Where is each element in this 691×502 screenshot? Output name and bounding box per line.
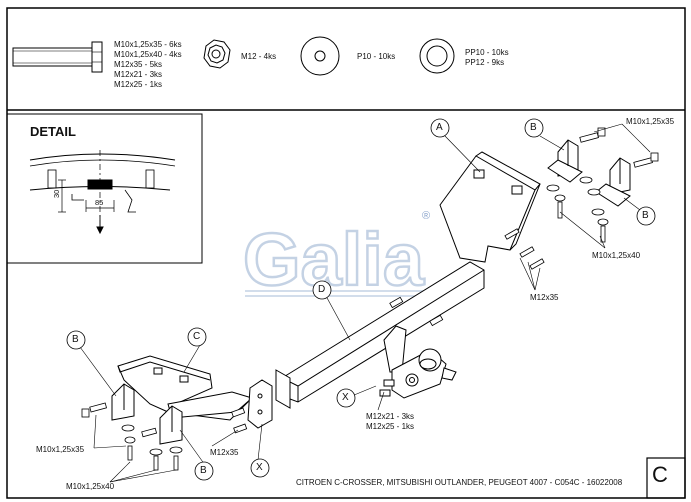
callout-a: A	[436, 122, 443, 133]
crossbar	[275, 261, 485, 409]
clamp-b-left	[111, 383, 135, 421]
label-right-bolt: M10x1,25x40	[592, 251, 641, 260]
callout-b-bottom: B	[200, 465, 207, 476]
callout-b-top: B	[530, 122, 537, 133]
spring-washer-spec-1: PP10 - 10ks	[465, 48, 509, 57]
outer-frame	[6, 7, 686, 499]
callout-x-center: X	[342, 392, 349, 403]
label-m12x21: M12x21 - 3ks	[366, 412, 415, 421]
label-top-right-bolt: M10x1,25x35	[626, 117, 675, 126]
detail-dim-height: 30	[52, 189, 61, 198]
clamp-b-right-bottom	[595, 157, 631, 207]
label-left-bolt35: M10x1,25x35	[36, 445, 85, 454]
detail-title: DETAIL	[30, 124, 76, 139]
label-right-m12: M12x35	[530, 293, 559, 302]
clamp-b-left-2	[159, 405, 183, 445]
spring-washer-icon	[419, 38, 455, 74]
bracket-c	[117, 355, 254, 421]
bolt-spec-3: M12x35 - 5ks	[114, 60, 163, 69]
label-m12x25: M12x25 - 1ks	[366, 422, 415, 431]
callout-d: D	[318, 284, 326, 295]
logo-text: Galia	[243, 218, 425, 301]
m12-bolts-right	[389, 228, 545, 327]
bolt-spec-4: M12x21 - 3ks	[114, 70, 163, 79]
footer-caption: CITROEN C-CROSSER, MITSUBISHI OUTLANDER,…	[296, 478, 623, 487]
nut-icon	[203, 39, 231, 69]
detail-box	[7, 113, 203, 264]
spring-washer-spec-2: PP12 - 9ks	[465, 58, 505, 67]
callout-b-left: B	[72, 334, 79, 345]
nut-spec: M12 - 4ks	[241, 52, 277, 61]
bolt-spec-5: M12x25 - 1ks	[114, 80, 163, 89]
logo-registered-mark: ®	[422, 210, 431, 222]
callout-b-right: B	[642, 210, 649, 221]
callout-c: C	[193, 331, 201, 342]
detail-dim-width: 85	[95, 198, 104, 207]
bolt-spec-1: M10x1,25x35 - 6ks	[114, 40, 182, 49]
end-plate-left	[247, 379, 273, 429]
tow-ball	[379, 325, 457, 399]
callout-x-left: X	[256, 462, 263, 473]
washer-icon	[300, 36, 340, 76]
right-hardware	[546, 127, 659, 243]
sheet-box	[646, 457, 686, 499]
bracket-a	[439, 151, 541, 263]
washer-spec: P10 - 10ks	[357, 52, 396, 61]
callout-circles	[66, 118, 656, 481]
label-left-bolt40: M10x1,25x40	[66, 482, 115, 491]
label-left-m12: M12x35	[210, 448, 239, 457]
sheet-letter: C	[652, 462, 668, 487]
bolt-icon	[12, 41, 103, 73]
bolt-spec-2: M10x1,25x40 - 4ks	[114, 50, 182, 59]
galia-logo: Galia	[242, 217, 444, 302]
leader-lines	[79, 123, 651, 483]
left-hardware	[81, 402, 248, 471]
clamp-b-right-top	[547, 139, 583, 183]
